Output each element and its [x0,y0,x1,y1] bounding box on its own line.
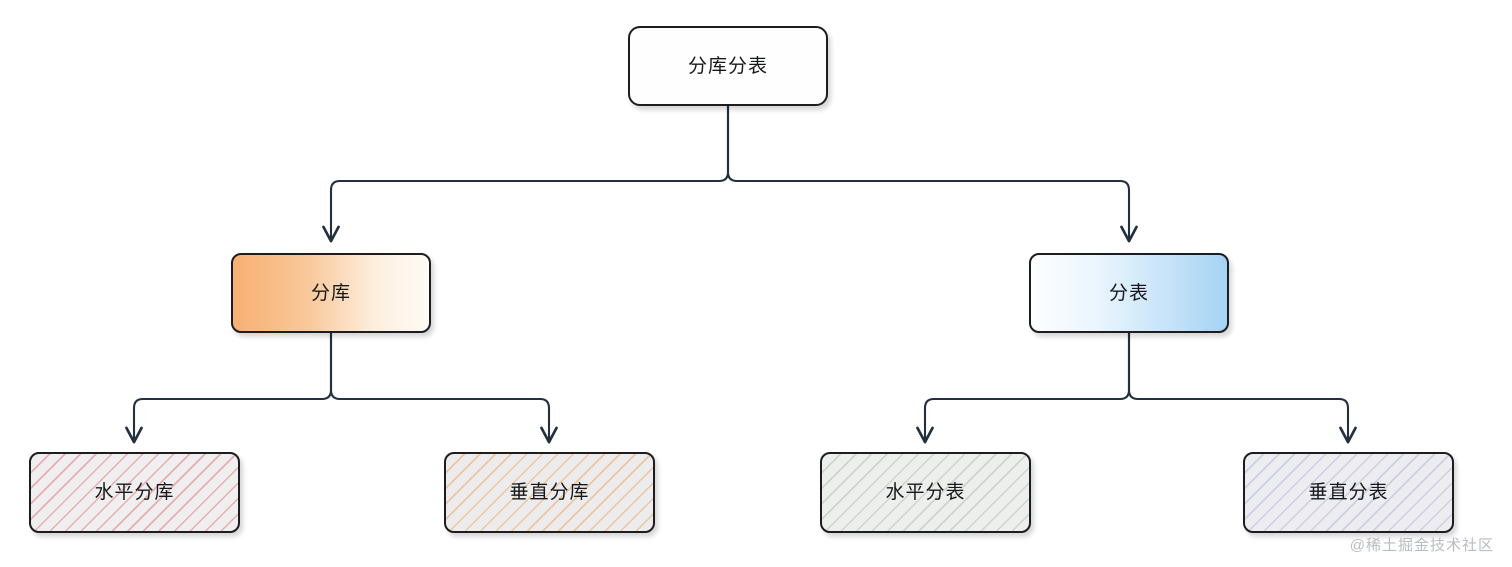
watermark-text: @稀土掘金技术社区 [1349,537,1494,554]
node-shuiping-fenku[interactable]: 水平分库 [29,452,240,533]
edge-fenku-to-shuiping-fenku [125,331,333,444]
node-chuizhi-fenbiao[interactable]: 垂直分表 [1243,452,1454,533]
node-root-label: 分库分表 [687,55,768,77]
node-fenku[interactable]: 分库 [231,253,431,333]
node-chuizhi-fenku-label: 垂直分库 [509,482,590,503]
node-fenbiao[interactable]: 分表 [1029,253,1229,333]
node-shuiping-fenbiao[interactable]: 水平分表 [820,452,1031,533]
node-fenku-label: 分库 [310,282,351,304]
edge-fenbiao-to-shuiping-fenbiao [916,331,1131,444]
node-root[interactable]: 分库分表 [628,26,828,106]
node-chuizhi-fenku[interactable]: 垂直分库 [444,452,655,533]
edge-root-to-fenbiao [726,104,1138,243]
node-chuizhi-fenbiao-label: 垂直分表 [1308,482,1389,503]
node-shuiping-fenbiao-label: 水平分表 [885,482,966,503]
edge-fenku-to-chuizhi-fenku [329,331,558,444]
edge-root-to-fenku [322,104,730,243]
edge-fenbiao-to-chuizhi-fenbiao [1127,331,1357,444]
node-shuiping-fenku-label: 水平分库 [94,482,175,503]
node-fenbiao-label: 分表 [1108,282,1149,304]
